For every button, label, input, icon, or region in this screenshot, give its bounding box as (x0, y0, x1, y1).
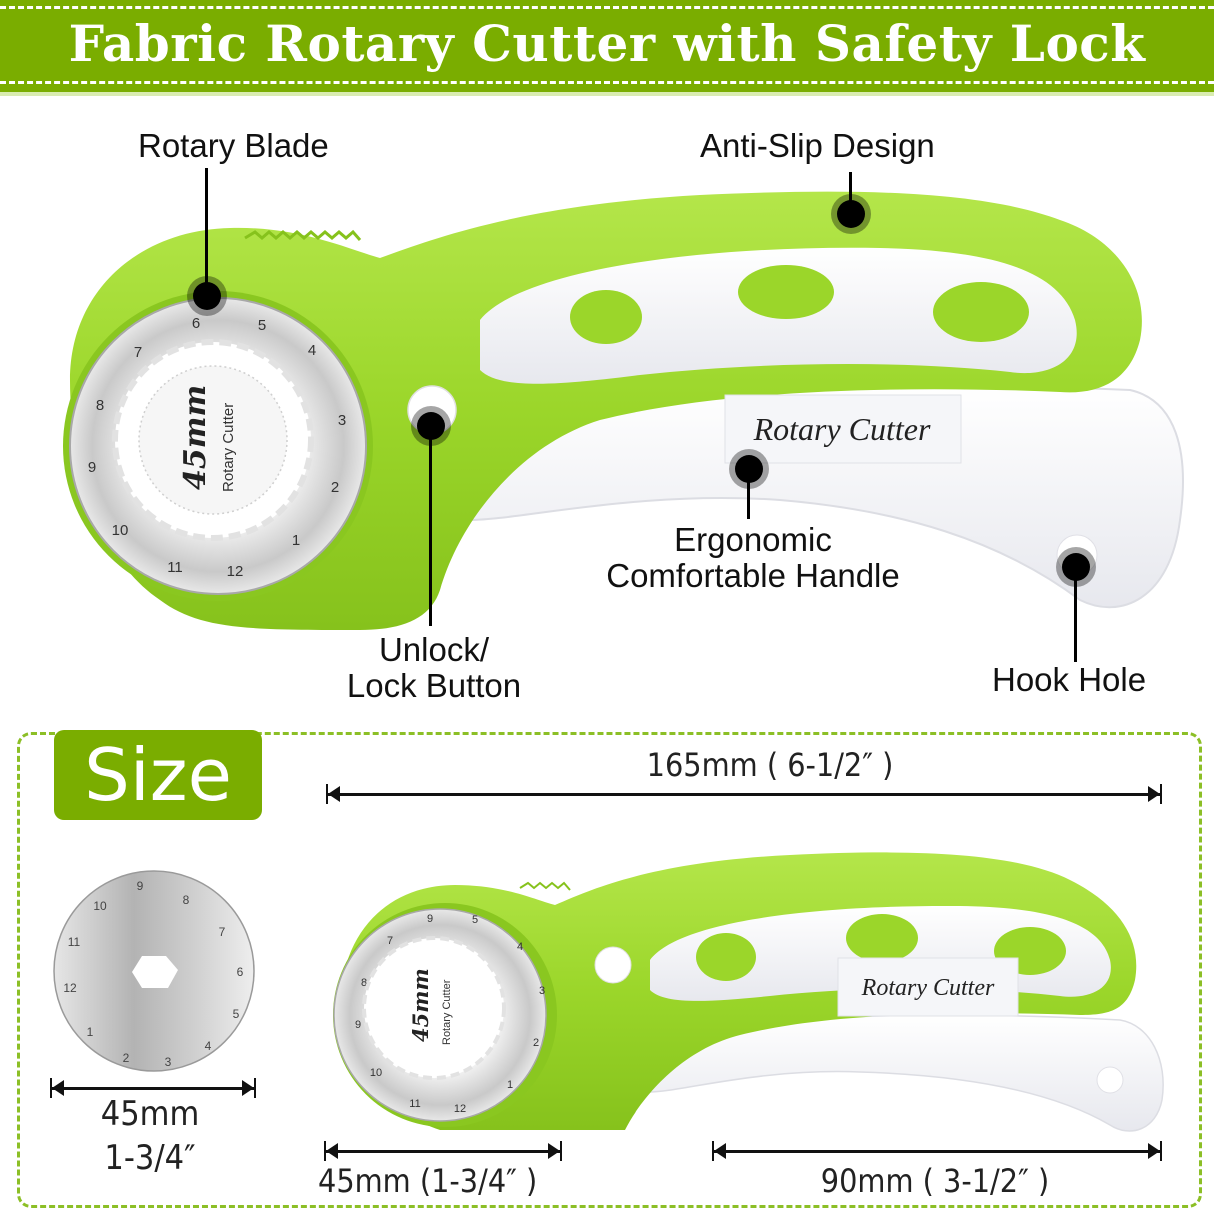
svg-text:4: 4 (205, 1039, 212, 1053)
grip-oval-1 (570, 290, 642, 344)
svg-text:5: 5 (472, 914, 478, 926)
callout-dot-rotary-blade (193, 282, 221, 310)
stitch-line-bottom (0, 81, 1214, 84)
blade-center-hole (132, 956, 178, 988)
callout-handle-line2: Comfortable Handle (606, 557, 900, 594)
svg-text:12: 12 (227, 563, 244, 580)
svg-text:10: 10 (93, 899, 107, 913)
page-title: Fabric Rotary Cutter with Safety Lock (68, 14, 1146, 73)
svg-text:9: 9 (427, 913, 433, 925)
loose-blade-illustration: 9 8 7 6 5 4 3 2 1 12 11 10 (53, 870, 255, 1072)
callout-dot-anti-slip (837, 200, 865, 228)
callout-lock-button: Unlock/ Lock Button (337, 632, 531, 704)
svg-text:10: 10 (112, 522, 129, 539)
handle-label-text: Rotary Cutter (753, 411, 931, 447)
svg-text:4: 4 (517, 941, 523, 953)
grip-oval-2 (738, 265, 834, 319)
svg-text:2: 2 (123, 1051, 130, 1065)
svg-text:3: 3 (165, 1055, 172, 1069)
rotary-cutter-size-illustration: 9 5 4 3 2 1 12 11 10 9 8 7 45mm Rotary Cutter Ro… (333, 852, 1164, 1132)
svg-text:11: 11 (409, 1098, 420, 1110)
size-badge: Size (54, 730, 262, 820)
callout-handle: Ergonomic Comfortable Handle (590, 522, 916, 594)
svg-text:12: 12 (454, 1103, 466, 1115)
callout-anti-slip: Anti-Slip Design (700, 127, 935, 164)
dim-blade-in-text: 1-3/4″ (104, 1138, 196, 1178)
svg-text:11: 11 (68, 935, 81, 949)
leader-lock-button (429, 426, 432, 626)
grip-oval-3 (933, 282, 1029, 342)
svg-text:7: 7 (134, 344, 142, 361)
banner-underline (0, 92, 1214, 96)
dim-total-length-line (326, 784, 1162, 804)
handle-label-box (724, 394, 962, 464)
leader-anti-slip (849, 172, 852, 212)
svg-text:2: 2 (331, 479, 339, 496)
svg-text:9: 9 (88, 459, 96, 476)
svg-text:7: 7 (387, 935, 393, 947)
svg-text:5: 5 (258, 317, 266, 334)
svg-text:8: 8 (183, 893, 190, 907)
svg-text:8: 8 (361, 977, 367, 989)
title-banner: Fabric Rotary Cutter with Safety Lock (0, 0, 1214, 92)
thumb-serration (244, 229, 362, 241)
callout-hook-hole: Hook Hole (992, 661, 1147, 698)
dim-head-width-text: 45mm (1-3/4″ ) (318, 1162, 538, 1200)
svg-text:9: 9 (137, 879, 144, 893)
dim-total-length-text: 165mm ( 6-1/2″ ) (646, 746, 894, 784)
callout-lock-line2: Lock Button (346, 667, 522, 704)
svg-text:3: 3 (338, 412, 346, 429)
svg-text:6: 6 (237, 965, 244, 979)
dim-blade-diameter-line (50, 1078, 256, 1098)
dim-handle-length-line (712, 1141, 1162, 1161)
callout-handle-line1: Ergonomic (674, 521, 832, 558)
callout-lock-line1: Unlock/ (378, 631, 490, 668)
svg-text:1: 1 (87, 1025, 94, 1039)
svg-text:45mm: 45mm (408, 968, 433, 1042)
svg-text:6: 6 (192, 315, 200, 332)
callout-rotary-blade: Rotary Blade (138, 127, 329, 164)
leader-handle (747, 469, 750, 519)
hub-brand-text: Rotary Cutter (220, 403, 237, 492)
stitch-line-top (0, 6, 1214, 9)
dim-head-width-line (324, 1141, 562, 1161)
svg-text:2: 2 (533, 1037, 539, 1049)
svg-text:Rotary Cutter: Rotary Cutter (441, 979, 453, 1045)
svg-text:5: 5 (233, 1007, 240, 1021)
svg-text:12: 12 (63, 981, 77, 995)
svg-text:8: 8 (96, 397, 104, 414)
size-panel (17, 732, 1202, 1208)
svg-text:Rotary Cutter: Rotary Cutter (861, 975, 995, 1001)
svg-text:9: 9 (355, 1019, 361, 1031)
svg-text:10: 10 (370, 1067, 382, 1079)
svg-text:4: 4 (308, 342, 316, 359)
dim-blade-mm-text: 45mm (100, 1094, 200, 1134)
hub-size-text: 45mm (178, 385, 213, 490)
svg-text:11: 11 (167, 559, 183, 576)
svg-text:1: 1 (507, 1079, 513, 1091)
leader-hook-hole (1074, 567, 1077, 662)
leader-rotary-blade (205, 168, 208, 296)
dim-handle-length-text: 90mm ( 3-1/2″ ) (820, 1162, 1050, 1200)
svg-text:7: 7 (219, 925, 226, 939)
svg-text:1: 1 (292, 532, 300, 549)
svg-text:3: 3 (539, 985, 545, 997)
